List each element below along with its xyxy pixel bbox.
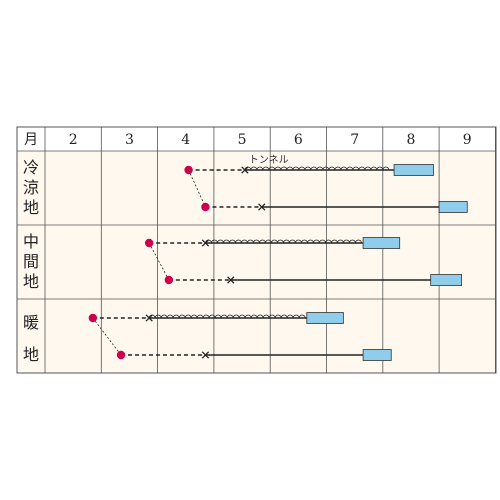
planting-cross-mark (241, 166, 249, 174)
month-header-2: 2 (69, 132, 78, 148)
harvest-box (438, 201, 468, 213)
planting-cross-mark (201, 351, 210, 359)
planting-cross-mark (227, 276, 235, 284)
cross-stroke (227, 276, 235, 284)
harvest-box (362, 237, 401, 249)
planting-cross-mark (201, 239, 210, 247)
grid-border (16, 126, 497, 374)
planting-cross-mark (258, 203, 266, 211)
tunnel-arched-line (148, 314, 307, 319)
region-label-char: 地 (23, 198, 39, 217)
sowing-dot (201, 202, 210, 212)
cross-stroke (201, 351, 210, 359)
sowing-link-line (148, 242, 170, 281)
header-background (17, 127, 496, 151)
planting-cross-mark (145, 314, 153, 322)
month-header-4: 4 (181, 132, 190, 148)
region-label-char: 暖 (23, 313, 39, 332)
tunnel-arched-line (205, 239, 364, 244)
harvest-box (430, 274, 463, 286)
month-header-9: 9 (463, 132, 472, 148)
cross-stroke (201, 239, 210, 247)
corner-label-month: 月 (24, 132, 38, 148)
tunnel-arched-line (244, 166, 395, 171)
region-label-char: 地 (23, 345, 39, 364)
region-label-char: 冷 (23, 158, 39, 177)
region-label-char: 間 (23, 252, 39, 271)
month-header-6: 6 (294, 132, 303, 148)
sowing-link-line (188, 169, 206, 208)
sowing-dot (116, 350, 126, 360)
month-header-3: 3 (125, 132, 134, 148)
region-label-char: 地 (23, 272, 39, 291)
sowing-dot (164, 275, 174, 285)
month-header-8: 8 (406, 132, 415, 148)
month-header-5: 5 (238, 132, 247, 148)
region-label-char: 中 (23, 232, 39, 251)
harvest-box (306, 312, 344, 324)
cross-stroke (241, 166, 249, 174)
harvest-box (393, 164, 434, 176)
month-header-7: 7 (350, 132, 359, 148)
harvest-box (362, 349, 392, 361)
cross-stroke (258, 203, 266, 211)
region-label-char: 涼 (23, 178, 39, 197)
cross-stroke (145, 314, 153, 322)
tunnel-label: トンネル (249, 154, 289, 166)
body-background (17, 151, 496, 373)
